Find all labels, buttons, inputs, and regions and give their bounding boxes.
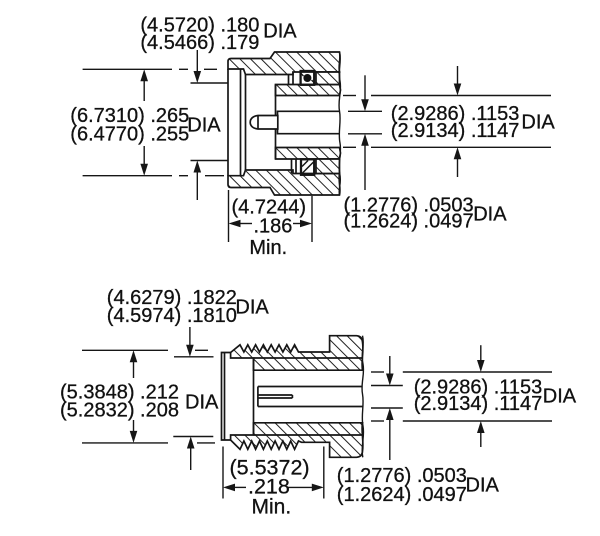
svg-text:.186: .186 xyxy=(254,216,293,238)
svg-text:(5.5372): (5.5372) xyxy=(230,456,310,480)
svg-text:(4.5720) .180: (4.5720) .180 xyxy=(140,14,259,36)
svg-text:(1.2624) .0497: (1.2624) .0497 xyxy=(337,484,467,506)
svg-text:(1.2776) .0503: (1.2776) .0503 xyxy=(344,195,474,217)
svg-text:(1.2776) .0503: (1.2776) .0503 xyxy=(337,465,467,487)
svg-text:DIA: DIA xyxy=(185,392,219,414)
svg-text:(2.9286) .1153: (2.9286) .1153 xyxy=(414,377,543,399)
svg-text:DIA: DIA xyxy=(263,21,297,43)
svg-text:(4.7244): (4.7244) xyxy=(232,197,307,219)
svg-text:(2.9134) .1147: (2.9134) .1147 xyxy=(414,393,543,415)
svg-text:Min.: Min. xyxy=(252,496,292,519)
svg-text:(1.2624) .0497: (1.2624) .0497 xyxy=(344,211,474,233)
svg-text:DIA: DIA xyxy=(521,112,555,134)
svg-text:Min.: Min. xyxy=(249,237,287,259)
svg-text:(6.4770) .255: (6.4770) .255 xyxy=(70,124,189,146)
svg-text:DIA: DIA xyxy=(473,204,507,226)
svg-text:(4.5974) .1810: (4.5974) .1810 xyxy=(107,305,237,327)
svg-text:.218: .218 xyxy=(248,475,290,499)
svg-text:(5.3848) .212: (5.3848) .212 xyxy=(60,382,179,404)
svg-text:DIA: DIA xyxy=(187,115,221,137)
svg-text:DIA: DIA xyxy=(466,475,500,497)
svg-text:(2.9286) .1153: (2.9286) .1153 xyxy=(391,103,520,125)
svg-text:DIA: DIA xyxy=(543,386,577,408)
svg-text:(2.9134) .1147: (2.9134) .1147 xyxy=(391,120,520,142)
svg-text:(6.7310) .265: (6.7310) .265 xyxy=(70,105,189,127)
svg-text:DIA: DIA xyxy=(235,297,269,319)
svg-text:(4.5466) .179: (4.5466) .179 xyxy=(140,32,259,54)
svg-text:(5.2832) .208: (5.2832) .208 xyxy=(60,400,179,422)
svg-text:(4.6279) .1822: (4.6279) .1822 xyxy=(107,287,237,309)
